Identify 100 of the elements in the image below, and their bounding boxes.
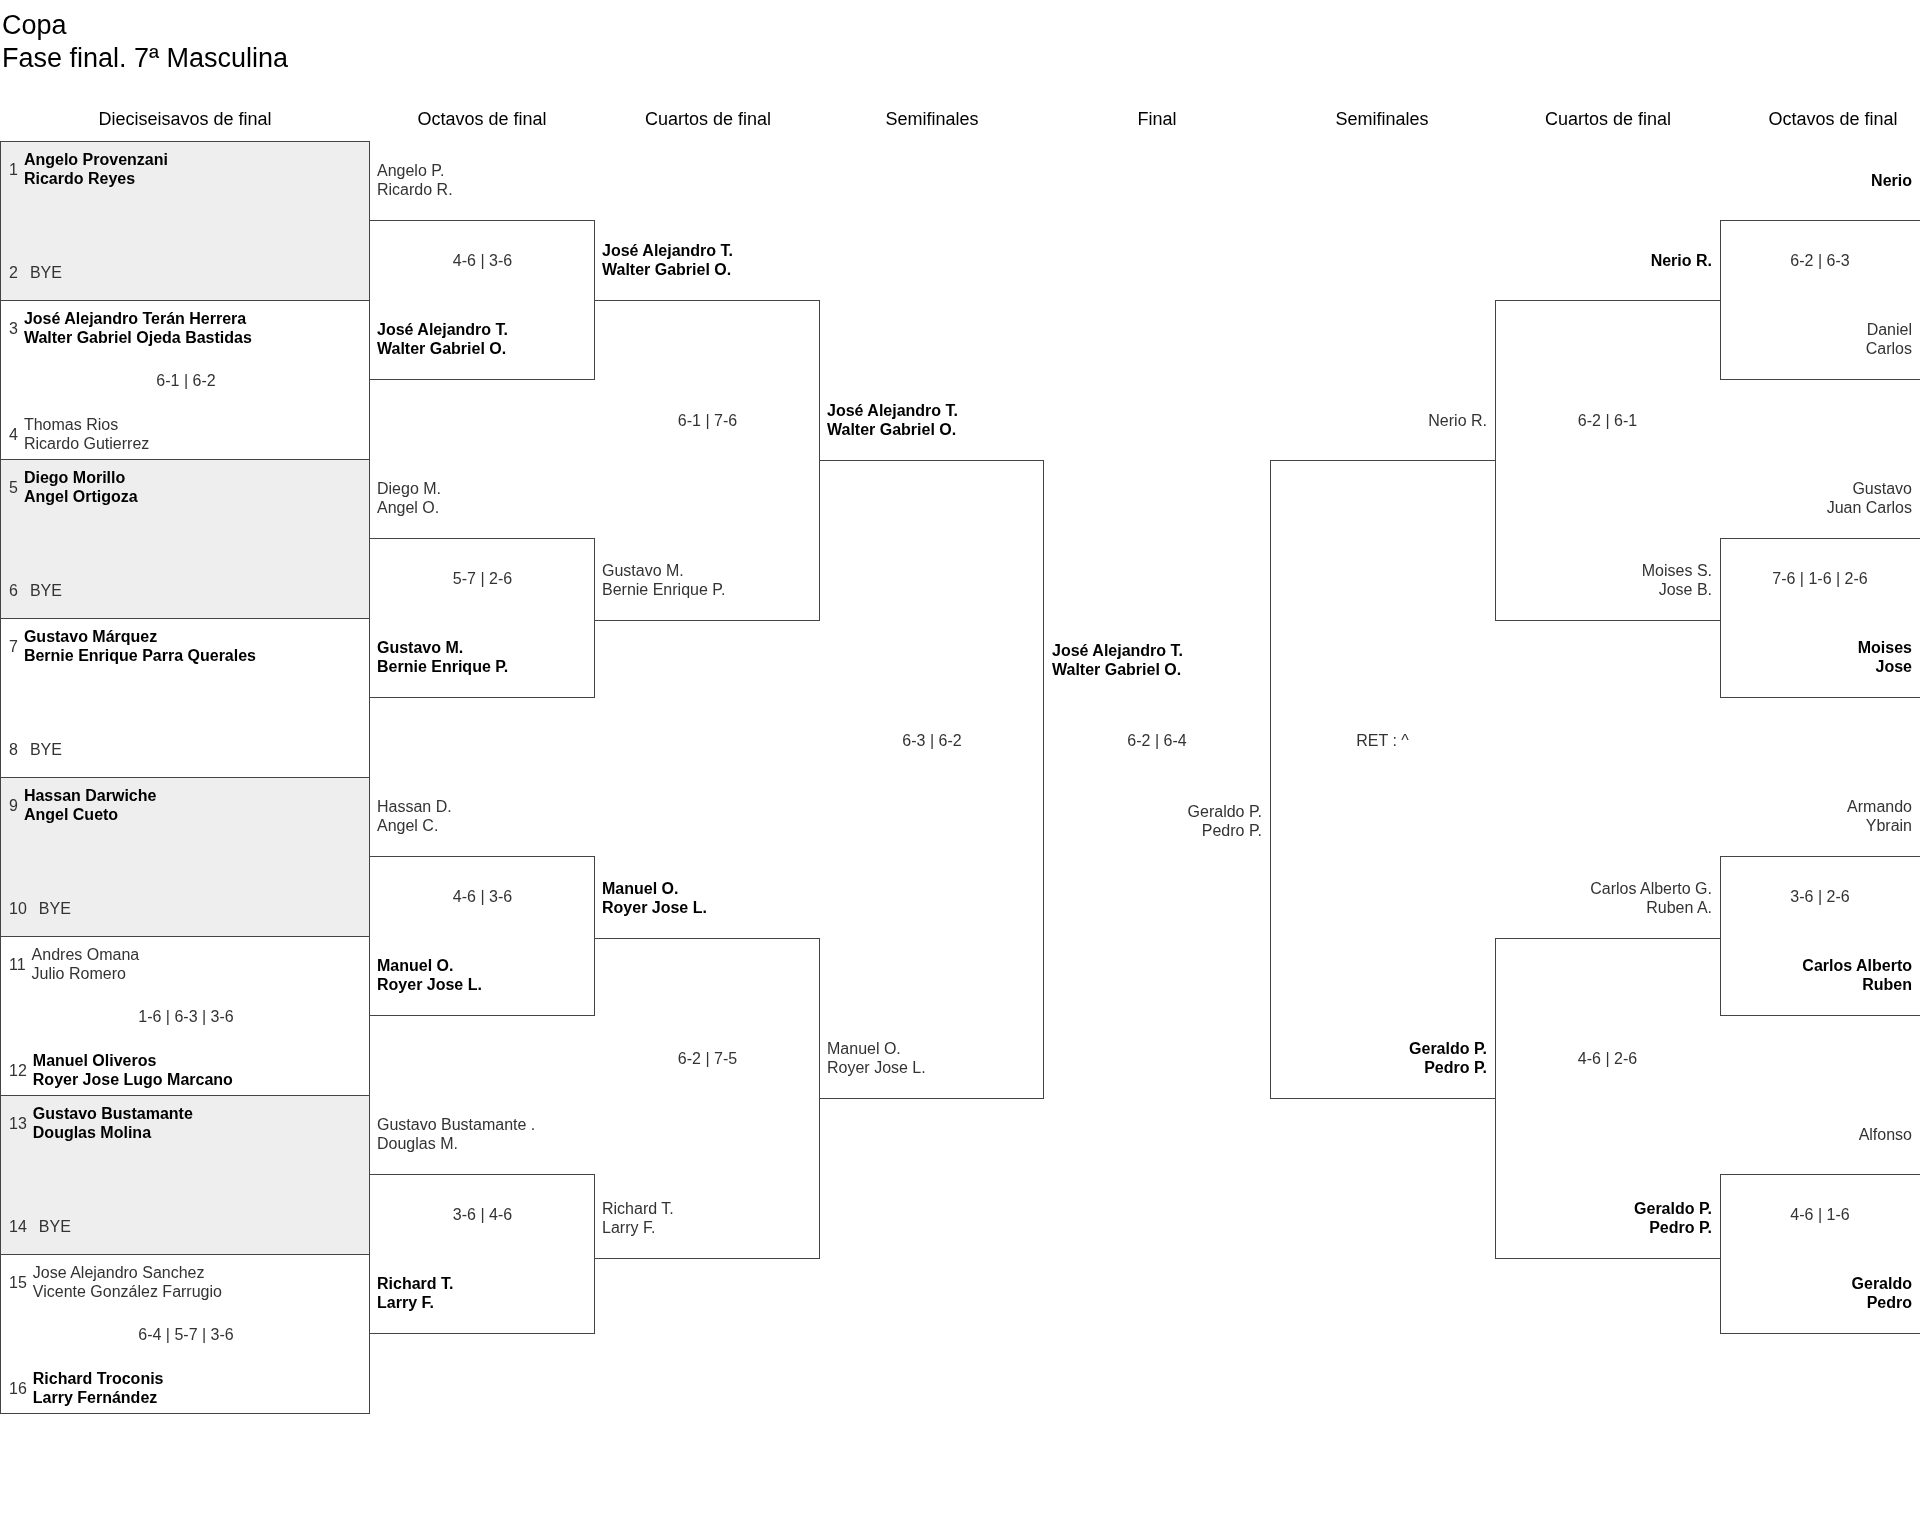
seed-number: 3 xyxy=(9,318,18,338)
score: RET : ^ xyxy=(1355,730,1410,750)
team-name: Larry F. xyxy=(602,1218,656,1237)
team-name: Pedro P. xyxy=(1649,1218,1712,1237)
seed-number: 15 xyxy=(9,1272,27,1292)
team-name: Geraldo xyxy=(1851,1274,1912,1293)
team-name: Royer Jose Lugo Marcano xyxy=(32,1070,233,1089)
team-name: Walter Gabriel O. xyxy=(827,420,957,439)
team-name: Bernie Enrique P. xyxy=(377,657,509,676)
team-name: Ricardo Reyes xyxy=(23,169,137,188)
score: 3-6 | 4-6 xyxy=(451,1204,514,1224)
team-name: Diego M. xyxy=(377,479,442,498)
team-name: José Alejandro Terán Herrera xyxy=(23,309,248,328)
team-name: Nerio xyxy=(1871,170,1912,190)
match-box xyxy=(0,777,370,937)
score: 6-2 | 7-5 xyxy=(676,1048,739,1068)
bye-label: BYE xyxy=(38,899,71,918)
seed-number: 7 xyxy=(9,636,18,656)
team-name: Diego Morillo xyxy=(23,468,127,487)
team-name: Angel Ortigoza xyxy=(23,487,138,506)
team-name: Walter Gabriel O. xyxy=(377,339,507,358)
team-name: Thomas Rios xyxy=(23,415,120,434)
seed-number: 10 xyxy=(9,899,27,918)
team-name: Walter Gabriel Ojeda Bastidas xyxy=(23,328,252,347)
column-header: Semifinales xyxy=(1334,108,1430,130)
team-name: Geraldo P. xyxy=(1409,1039,1487,1058)
team-name: Larry F. xyxy=(377,1293,434,1312)
team-name: Ruben A. xyxy=(1646,898,1712,917)
seed-number: 12 xyxy=(9,1060,27,1080)
match-box xyxy=(0,936,370,1096)
team-name: Armando xyxy=(1847,797,1912,816)
team-name: Manuel Oliveros xyxy=(32,1051,158,1070)
team-name: Manuel O. xyxy=(602,879,679,898)
column-header: Cuartos de final xyxy=(1543,108,1673,130)
bye-label: BYE xyxy=(38,1217,71,1236)
team-name: Jose xyxy=(1875,657,1912,676)
team-name: Moises xyxy=(1857,638,1912,657)
column-header: Octavos de final xyxy=(1767,108,1899,130)
column-header: Octavos de final xyxy=(416,108,548,130)
seed-number: 2 xyxy=(9,263,18,282)
team-name: Jose Alejandro Sanchez xyxy=(32,1263,206,1282)
team-name: Angel C. xyxy=(377,816,439,835)
team-name: José Alejandro T. xyxy=(1052,641,1183,660)
team-name: José Alejandro T. xyxy=(827,401,958,420)
team-name: Gustavo Bustamante . xyxy=(377,1115,536,1134)
team-name: Angelo P. xyxy=(377,161,445,180)
team-name: Royer Jose L. xyxy=(827,1058,926,1077)
score: 4-6 | 1-6 xyxy=(1789,1204,1851,1224)
seed-number: 6 xyxy=(9,581,18,600)
team-name: Angelo Provenzani xyxy=(23,150,168,169)
team-name: Geraldo P. xyxy=(1187,802,1262,821)
seed-number: 13 xyxy=(9,1113,27,1133)
match-box xyxy=(0,1095,370,1255)
team-name: Douglas Molina xyxy=(32,1123,153,1142)
seed-number: 5 xyxy=(9,477,18,497)
score: 3-6 | 2-6 xyxy=(1789,886,1851,906)
team-name: Angel O. xyxy=(377,498,440,517)
match-box xyxy=(0,300,370,460)
score: 5-7 | 2-6 xyxy=(451,568,514,588)
team-name: Manuel O. xyxy=(377,956,454,975)
score: 6-1 | 7-6 xyxy=(676,410,739,430)
team-name: Pedro xyxy=(1866,1293,1912,1312)
score: 7-6 | 1-6 | 2-6 xyxy=(1771,568,1869,588)
team-name: Ricardo R. xyxy=(377,180,453,199)
bye-label: BYE xyxy=(29,581,62,600)
score: 6-2 | 6-1 xyxy=(1576,410,1639,430)
bye-label: BYE xyxy=(29,740,62,759)
seed-number: 4 xyxy=(9,424,18,444)
team-name: Alfonso xyxy=(1858,1124,1912,1144)
team-name: Walter Gabriel O. xyxy=(1052,660,1182,679)
team-name: Gustavo xyxy=(1852,479,1912,498)
score: 6-2 | 6-3 xyxy=(1789,250,1851,270)
team-name: Gustavo Bustamante xyxy=(32,1104,193,1123)
team-name: Richard Troconis xyxy=(32,1369,164,1388)
seed-number: 11 xyxy=(9,954,26,974)
team-name: Royer Jose L. xyxy=(377,975,482,994)
title: Copa xyxy=(2,9,67,41)
team-name: Bernie Enrique Parra Querales xyxy=(23,646,256,665)
column-header: Final xyxy=(1136,108,1178,130)
seed-number: 1 xyxy=(9,159,18,179)
team-name: Richard T. xyxy=(377,1274,454,1293)
team-name: Daniel xyxy=(1866,320,1912,339)
team-name: Andres Omana xyxy=(31,945,140,964)
score: 6-3 | 6-2 xyxy=(901,730,963,750)
seed-number: 14 xyxy=(9,1217,27,1236)
team-name: Angel Cueto xyxy=(23,805,120,824)
score: 4-6 | 2-6 xyxy=(1576,1048,1639,1068)
column-header: Cuartos de final xyxy=(643,108,773,130)
team-name: Nerio R. xyxy=(1428,410,1487,430)
team-name: Manuel O. xyxy=(827,1039,901,1058)
score: 6-2 | 6-4 xyxy=(1126,731,1188,750)
team-name: Richard T. xyxy=(602,1199,674,1218)
team-name: Gustavo M. xyxy=(377,638,464,657)
team-name: Ruben xyxy=(1862,975,1912,994)
team-name: José Alejandro T. xyxy=(377,320,508,339)
seed-number: 8 xyxy=(9,740,18,759)
team-name: Royer Jose L. xyxy=(602,898,707,917)
team-name: Carlos Alberto G. xyxy=(1590,879,1712,898)
team-name: Douglas M. xyxy=(377,1134,458,1153)
team-name: Larry Fernández xyxy=(32,1388,159,1407)
